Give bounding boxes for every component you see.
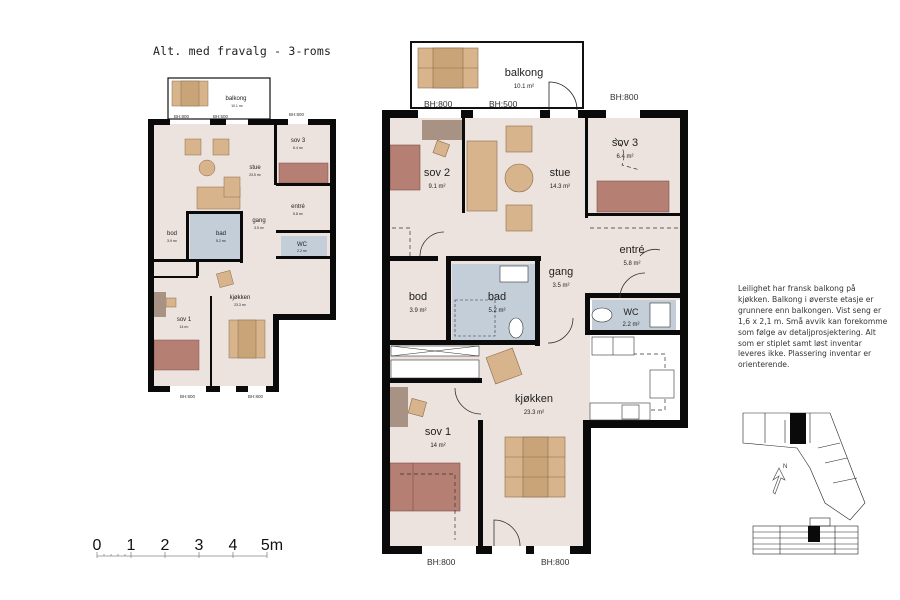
svg-text:WC: WC xyxy=(297,242,308,248)
mini-walls xyxy=(148,119,336,392)
svg-text:10.1 m²: 10.1 m² xyxy=(231,104,244,108)
svg-text:sov 3: sov 3 xyxy=(291,138,306,144)
scale-bar: 0 1 2 3 4 5m xyxy=(92,534,292,569)
svg-text:23.3 m²: 23.3 m² xyxy=(234,303,247,307)
svg-text:6.4 m²: 6.4 m² xyxy=(293,146,304,150)
plan-title: Alt. med fravalg - 3-roms xyxy=(153,44,332,58)
svg-text:BH:800: BH:800 xyxy=(427,557,456,567)
balcony xyxy=(410,41,584,111)
room-balkong: balkong xyxy=(505,67,544,79)
svg-text:1: 1 xyxy=(127,537,136,554)
svg-text:entré: entré xyxy=(291,204,305,210)
svg-text:bad: bad xyxy=(216,231,226,237)
svg-text:5.8 m²: 5.8 m² xyxy=(293,212,304,216)
svg-text:BH:800: BH:800 xyxy=(541,557,570,567)
room-sov1: sov 1 xyxy=(425,426,451,438)
bed-sov3 xyxy=(596,180,670,213)
mini-balcony xyxy=(167,77,271,120)
mini-room-labels: balkong 10.1 m² sov 3 6.4 m² stue 23.5 m… xyxy=(167,96,308,329)
mini-desk xyxy=(154,292,166,317)
kitchen-counter xyxy=(589,336,675,421)
room-gang: gang xyxy=(549,266,573,278)
room-wc: WC xyxy=(624,307,639,317)
svg-text:BH:500: BH:500 xyxy=(489,99,518,109)
room-entre: entré xyxy=(619,244,644,256)
svg-text:balkong: balkong xyxy=(225,96,246,102)
mini-floors xyxy=(153,124,331,386)
key-plan-highlight xyxy=(790,413,806,444)
mini-window-labels: BH:800 BH:500 BH:800 BH:800 BH:800 xyxy=(174,112,305,399)
svg-text:BH:800: BH:800 xyxy=(424,99,453,109)
svg-text:5m: 5m xyxy=(261,537,283,554)
svg-text:5.2 m²: 5.2 m² xyxy=(488,308,505,314)
window-labels: BH:800 BH:500 BH:800 BH:800 BH:800 xyxy=(424,92,639,567)
bathroom-fixtures xyxy=(454,265,671,339)
svg-text:5.2 m²: 5.2 m² xyxy=(216,239,227,243)
svg-text:kjøkken: kjøkken xyxy=(230,295,251,301)
wardrobes xyxy=(390,345,480,379)
svg-text:3.9 m²: 3.9 m² xyxy=(167,239,178,243)
room-sov3: sov 3 xyxy=(612,137,638,149)
svg-text:BH:800: BH:800 xyxy=(610,92,639,102)
door-swings xyxy=(419,231,661,547)
furniture xyxy=(407,125,566,498)
svg-text:23.3 m²: 23.3 m² xyxy=(524,410,544,416)
svg-text:BH:800: BH:800 xyxy=(289,112,305,117)
svg-text:sov 1: sov 1 xyxy=(177,317,192,323)
svg-text:stue: stue xyxy=(249,165,261,171)
section-diagram xyxy=(752,517,859,555)
mini-bed-sov1 xyxy=(153,339,200,371)
svg-text:N: N xyxy=(783,464,787,470)
svg-text:2.2 m²: 2.2 m² xyxy=(622,322,639,328)
room-bod: bod xyxy=(409,291,427,303)
svg-text:6.4 m²: 6.4 m² xyxy=(616,154,633,160)
svg-text:gang: gang xyxy=(252,218,265,224)
svg-text:14 m²: 14 m² xyxy=(430,443,445,449)
svg-text:5.8 m²: 5.8 m² xyxy=(623,261,640,267)
desk-sov2 xyxy=(422,120,462,140)
mini-furniture xyxy=(165,138,266,359)
svg-text:BH:800: BH:800 xyxy=(180,394,196,399)
svg-text:3: 3 xyxy=(195,537,204,554)
key-plan: N xyxy=(742,412,866,555)
section-highlight xyxy=(808,526,820,542)
svg-text:3.9 m²: 3.9 m² xyxy=(409,308,426,314)
svg-text:9.1 m²: 9.1 m² xyxy=(428,184,445,190)
svg-text:3.5 m²: 3.5 m² xyxy=(254,226,265,230)
plan-note: Leilighet har fransk balkong på kjøkken.… xyxy=(738,284,888,370)
svg-text:23.5 m²: 23.5 m² xyxy=(249,173,262,177)
svg-text:BH:500: BH:500 xyxy=(213,114,229,119)
room-bad: bad xyxy=(488,291,506,303)
svg-text:BH:800: BH:800 xyxy=(248,394,264,399)
walls xyxy=(382,110,688,554)
svg-text:14 m²: 14 m² xyxy=(180,325,190,329)
north-arrow: N xyxy=(772,464,787,495)
svg-text:0: 0 xyxy=(93,537,102,554)
svg-text:10.1 m²: 10.1 m² xyxy=(514,84,534,90)
room-sov2: sov 2 xyxy=(424,167,450,179)
bed-sov2 xyxy=(389,144,421,191)
svg-text:BH:800: BH:800 xyxy=(174,114,190,119)
room-kjokken: kjøkken xyxy=(515,393,553,405)
svg-text:4: 4 xyxy=(229,537,238,554)
room-stue: stue xyxy=(550,167,571,179)
svg-text:14.3 m²: 14.3 m² xyxy=(550,184,570,190)
svg-text:bod: bod xyxy=(167,231,177,237)
room-labels: balkong 10.1 m² sov 2 9.1 m² stue 14.3 m… xyxy=(409,67,645,449)
svg-text:3.5 m²: 3.5 m² xyxy=(552,283,569,289)
svg-text:2.2 m²: 2.2 m² xyxy=(297,249,308,253)
desk-sov1 xyxy=(390,387,408,427)
bed-sov1 xyxy=(389,462,461,512)
svg-text:2: 2 xyxy=(161,537,170,554)
